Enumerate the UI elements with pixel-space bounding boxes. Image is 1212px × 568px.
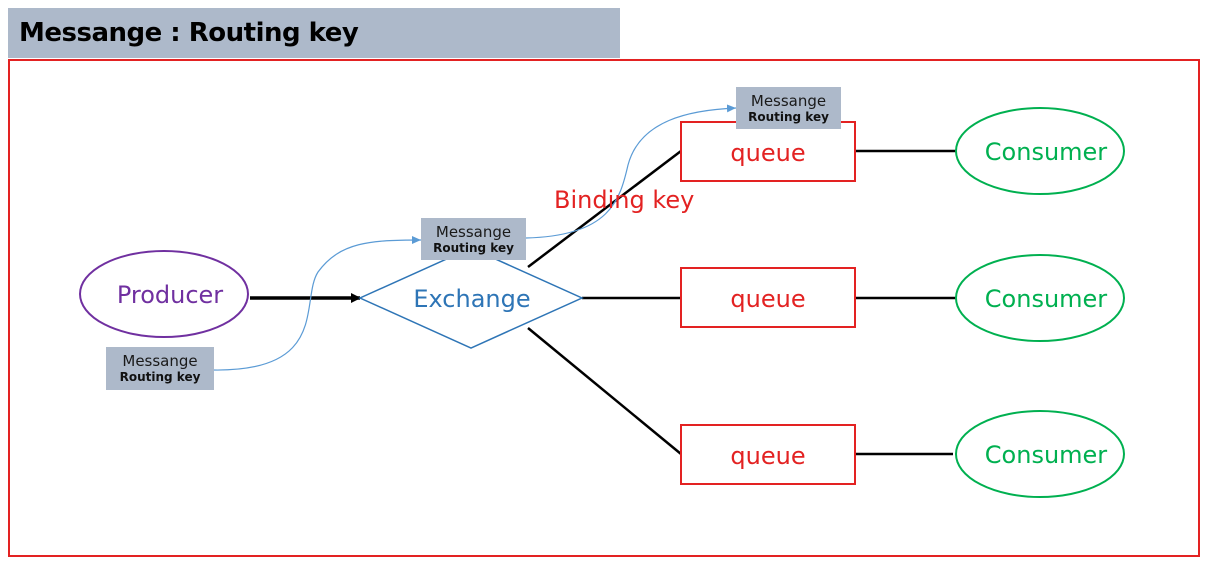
message-label: Messange: [122, 352, 198, 370]
binding-key-label: Binding key: [554, 186, 695, 214]
message-box-exchange: Messange Routing key: [421, 218, 526, 260]
producer-node: [79, 250, 249, 338]
queue-1-label: queue: [730, 139, 805, 167]
queue-2-node: [680, 267, 856, 328]
queue-2-label: queue: [730, 285, 805, 313]
consumer-1-node: [955, 107, 1125, 195]
producer-label: Producer: [117, 281, 223, 309]
message-box-producer: Messange Routing key: [106, 347, 214, 390]
title-bar: Messange : Routing key: [8, 8, 620, 58]
message-label: Messange: [750, 91, 827, 110]
message-flow-arrow-1: [212, 236, 422, 371]
message-box-queue: Messange Routing key: [736, 87, 841, 129]
consumer-3-label: Consumer: [985, 441, 1108, 469]
queue-3-label: queue: [730, 442, 805, 470]
exchange-node: [358, 247, 584, 349]
consumer-3-node: [955, 410, 1125, 498]
page-title: Messange : Routing key: [19, 18, 359, 48]
consumer-2-label: Consumer: [985, 285, 1108, 313]
routing-key-label: Routing key: [748, 109, 829, 124]
routing-key-label: Routing key: [119, 370, 201, 384]
consumer-1-label: Consumer: [985, 138, 1108, 166]
routing-key-label: Routing key: [433, 240, 514, 255]
queue-3-node: [680, 424, 856, 485]
diagram-frame: [8, 59, 1200, 557]
message-flow-arrow-2: [525, 104, 737, 239]
consumer-2-node: [955, 254, 1125, 342]
exchange-to-queue-3-line: [527, 327, 682, 455]
message-label: Messange: [435, 222, 512, 241]
exchange-to-queue-1-line: [527, 150, 682, 268]
exchange-label: Exchange: [413, 285, 530, 313]
